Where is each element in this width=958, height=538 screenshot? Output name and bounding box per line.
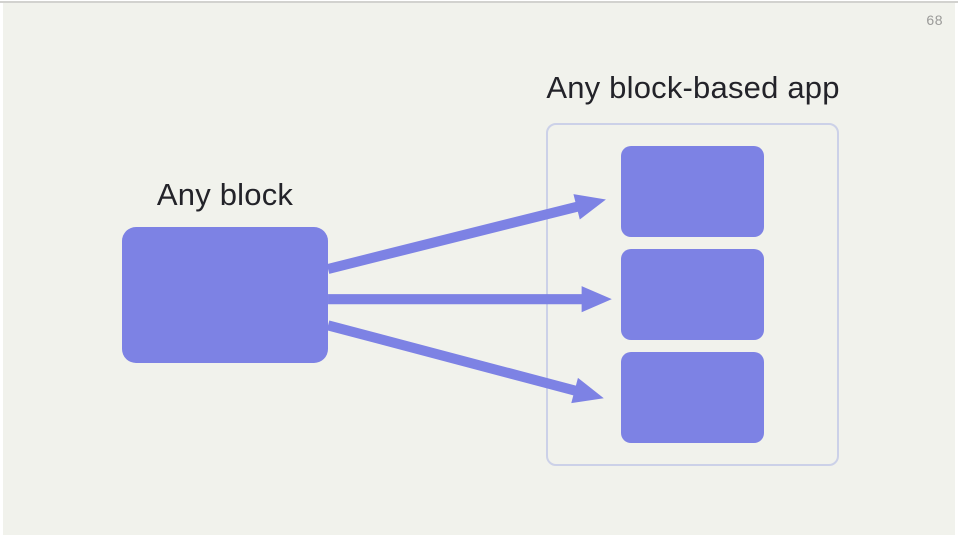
arrow-to-block-1 (326, 194, 606, 274)
slide: 68 Any block Any block-based app (3, 3, 955, 535)
app-block (621, 352, 764, 443)
page-number: 68 (926, 12, 943, 28)
top-edge-line (0, 1, 958, 3)
arrow-to-block-3 (326, 320, 604, 404)
app-block (621, 146, 764, 237)
target-app-title: Any block-based app (546, 70, 840, 105)
source-block (122, 227, 328, 363)
source-block-label: Any block (156, 177, 294, 212)
target-app-container (546, 123, 839, 466)
app-block (621, 249, 764, 340)
